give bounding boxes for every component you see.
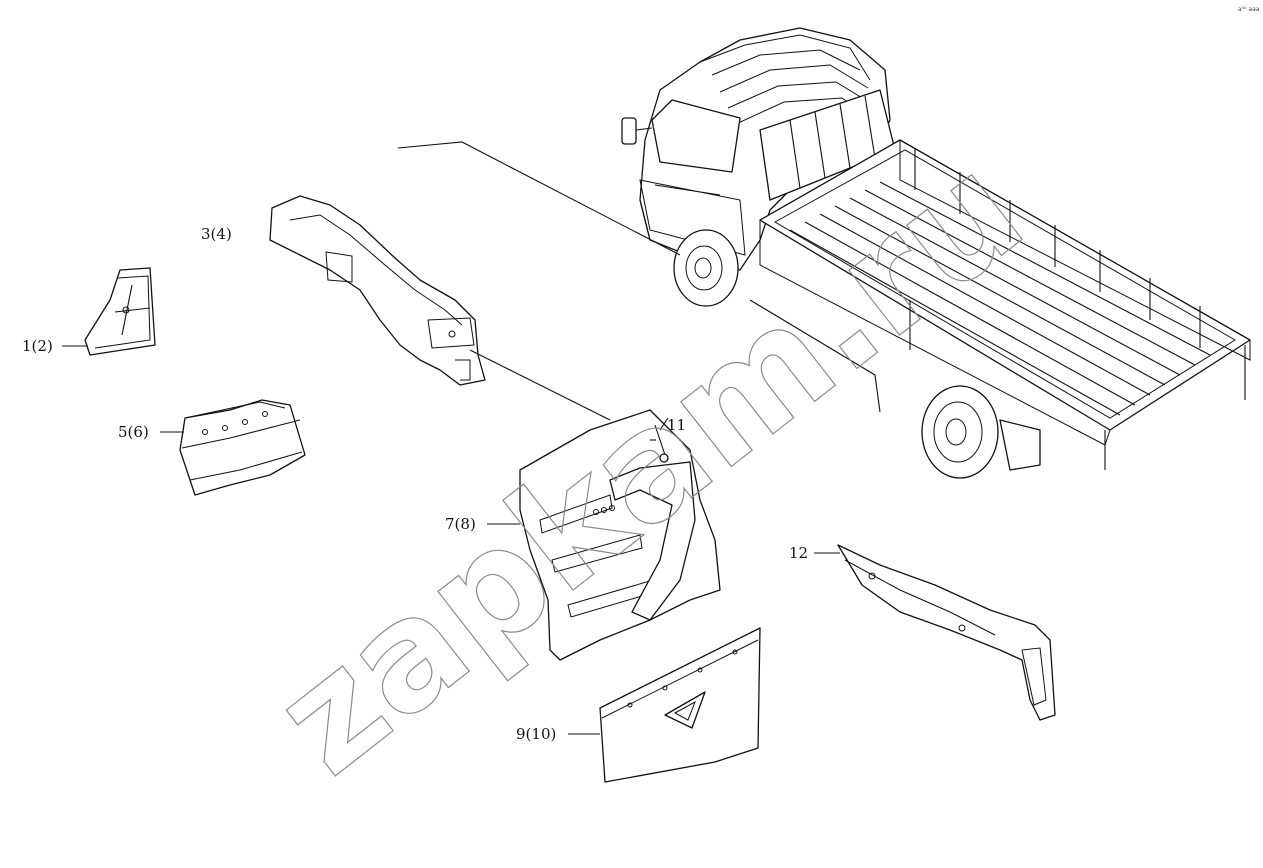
label-part-3: 3(4) xyxy=(201,225,232,243)
label-part-12: 12 xyxy=(789,544,808,562)
bolt-part xyxy=(650,424,669,463)
rear-support-part xyxy=(837,544,1056,721)
label-part-11: 11 xyxy=(667,416,686,434)
leader-line-upper xyxy=(397,141,681,256)
mud-flap-bracket-part xyxy=(519,409,721,661)
label-part-9: 9(10) xyxy=(516,725,556,743)
label-part-5: 5(6) xyxy=(118,423,149,441)
label-part-1: 1(2) xyxy=(22,337,53,355)
fender-support-part xyxy=(269,195,486,386)
leader-line-lower xyxy=(749,299,881,413)
label-part-7: 7(8) xyxy=(445,515,476,533)
truck-drawing xyxy=(621,27,1251,479)
leader-p3 xyxy=(469,349,611,421)
leader-p11 xyxy=(659,417,669,431)
mount-plate-part xyxy=(179,399,306,496)
corner-mark: a⁰⁰ aaa xyxy=(1238,6,1260,13)
bracket-part xyxy=(84,267,156,356)
mud-flap-part xyxy=(599,627,761,783)
